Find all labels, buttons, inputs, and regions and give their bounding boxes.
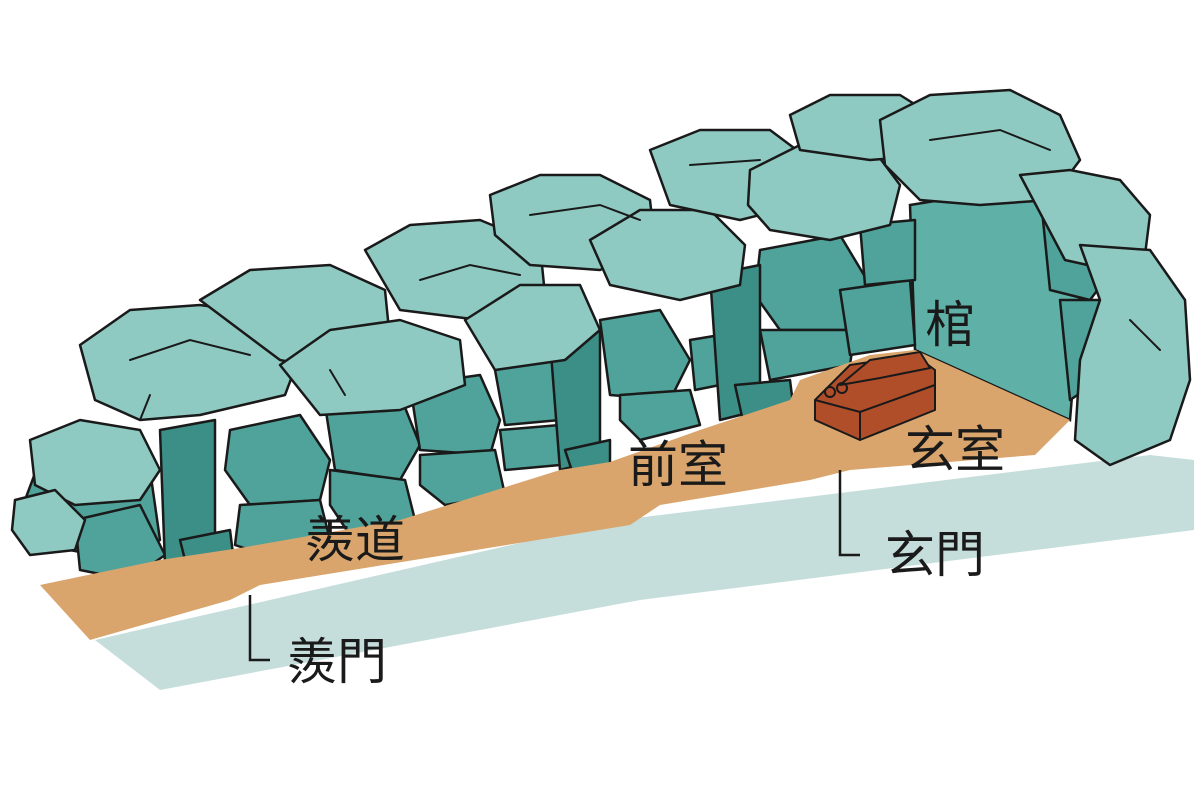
coffin-label: 棺 [925, 296, 975, 354]
pillars [158, 263, 797, 582]
ground-base [95, 455, 1194, 690]
genmon-label: 玄門 [885, 526, 985, 584]
senmon-leader-line [248, 595, 270, 662]
genshitsu-label: 玄室 [905, 421, 1005, 479]
chamber-floor [40, 350, 1070, 640]
capstones [10, 88, 1192, 557]
coffin [814, 351, 936, 441]
sendo-label: 羨道 [305, 511, 405, 569]
zenshitsu-label: 前室 [628, 436, 728, 494]
senmon-label: 羨門 [287, 633, 387, 691]
genmon-leader-line [838, 470, 860, 557]
stone-cracks [129, 128, 1161, 421]
